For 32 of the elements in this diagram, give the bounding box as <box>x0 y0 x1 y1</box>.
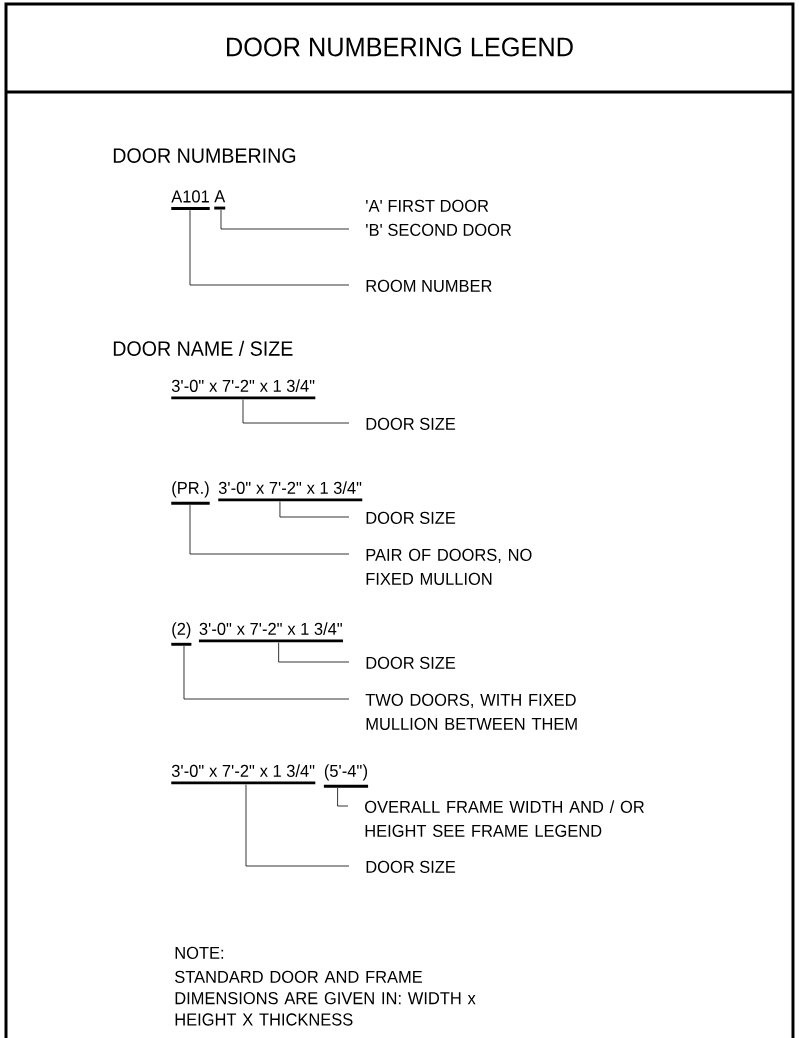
description-text: OVERALL FRAME WIDTH AND / OR HEIGHT SEE FRAME LEGEND <box>365 800 644 837</box>
description-text: ROOM NUMBER <box>366 279 492 292</box>
leader-line <box>278 642 350 663</box>
note-heading: NOTE: <box>175 946 224 959</box>
leader-line <box>245 784 350 867</box>
description-text: PAIR OF DOORS, NO FIXED MULLION <box>366 548 532 585</box>
description-text: TWO DOORS, WITH FIXED MULLION BETWEEN THEM <box>365 693 577 730</box>
description-text: DOOR SIZE <box>366 417 456 430</box>
code-segment: A101 <box>171 190 210 210</box>
section-heading: DOOR NAME / SIZE <box>113 340 293 356</box>
code-segment: (2) <box>171 622 192 646</box>
description-text: DOOR SIZE <box>366 511 456 524</box>
code-segment: 3'-0" x 7'-2" x 1 3/4" <box>171 764 316 785</box>
code-segment: (5'-4") <box>323 764 369 788</box>
code-segment: 3'-0" x 7'-2" x 1 3/4" <box>198 622 343 643</box>
code-segment: 3'-0" x 7'-2" x 1 3/4" <box>171 379 316 400</box>
leader-line <box>189 504 350 555</box>
leader-line <box>279 501 350 518</box>
description-text: DOOR SIZE <box>366 860 456 873</box>
note-text: STANDARD DOOR AND FRAME DIMENSIONS ARE GIVEN IN: WIDTH x HEIGHT X THICKNESS <box>175 970 476 1026</box>
description-text: DOOR SIZE <box>366 656 456 669</box>
leader-line <box>337 787 349 807</box>
section-heading: DOOR NUMBERING <box>113 148 296 163</box>
code-segment: A <box>214 190 226 210</box>
leader-line <box>189 209 350 286</box>
description-text: 'A' FIRST DOOR 'B' SECOND DOOR <box>366 199 512 236</box>
leader-line <box>242 399 350 424</box>
legend-title: DOOR NUMBERING LEGEND <box>227 37 573 57</box>
leader-line <box>220 209 350 230</box>
code-segment: 3'-0" x 7'-2" x 1 3/4" <box>218 481 363 502</box>
leader-line <box>183 645 350 700</box>
code-segment: (PR.) <box>171 481 210 505</box>
